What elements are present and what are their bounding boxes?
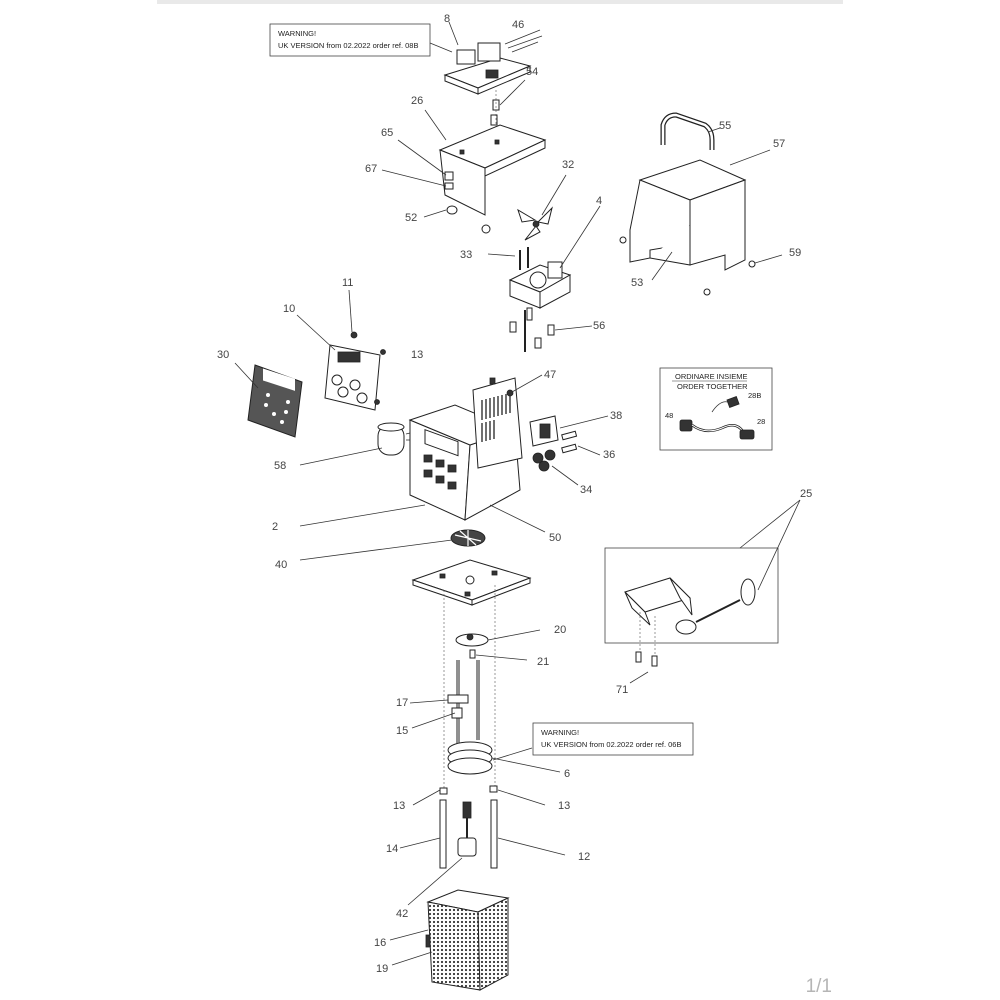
label-33: 33 (460, 249, 472, 261)
rods-and-float-parts (399, 785, 566, 906)
warning-mid-text: UK VERSION from 02.2022 order ref. 06B (541, 740, 681, 749)
page-number: 1/1 (805, 976, 832, 997)
label-36: 36 (603, 449, 615, 461)
warning-box-top: WARNING! UK VERSION from 02.2022 order r… (269, 23, 453, 57)
label-26: 26 (411, 95, 423, 107)
label-52: 52 (405, 212, 417, 224)
order-label-28b: 28B (748, 391, 761, 400)
label-11: 11 (342, 277, 353, 289)
label-67: 67 (365, 163, 377, 175)
label-40: 40 (275, 559, 287, 571)
capacitor-part (299, 422, 415, 466)
motor-part (487, 205, 601, 352)
order-together-box: ORDINARE INSIEME ORDER TOGETHER 48 28B 2… (659, 367, 773, 451)
spacers-part (490, 79, 526, 140)
label-46: 46 (512, 19, 524, 31)
accessory-kit-box (604, 499, 801, 684)
display-board-part (296, 289, 386, 411)
label-20: 20 (554, 624, 566, 636)
label-57: 57 (773, 138, 785, 150)
label-59: 59 (789, 247, 801, 259)
label-58: 58 (274, 460, 286, 472)
label-42: 42 (396, 908, 408, 920)
label-13-left: 13 (393, 800, 405, 812)
cover-part (619, 112, 783, 296)
flange-part (455, 629, 541, 661)
order-label-28: 28 (757, 417, 765, 426)
label-16: 16 (374, 937, 386, 949)
label-2: 2 (272, 521, 278, 533)
label-13-right: 13 (558, 800, 570, 812)
label-50: 50 (549, 532, 561, 544)
warning-top-text: UK VERSION from 02.2022 order ref. 08B (278, 41, 418, 50)
label-15: 15 (396, 725, 408, 737)
label-4: 4 (596, 195, 602, 207)
basket-part (389, 889, 510, 991)
label-53: 53 (631, 277, 643, 289)
label-65: 65 (381, 127, 393, 139)
label-8: 8 (444, 13, 450, 25)
part-number-labels: 8 46 54 26 65 67 52 32 4 33 56 55 57 59 … (217, 13, 812, 975)
keypad-membrane-part (234, 362, 303, 438)
label-32: 32 (562, 159, 574, 171)
label-13-upper: 13 (411, 349, 423, 361)
label-19: 19 (376, 963, 388, 975)
warning-mid-title: WARNING! (541, 728, 579, 737)
rear-panel-part (472, 374, 543, 469)
mounting-plate-part (411, 559, 532, 790)
control-board-part (443, 21, 543, 95)
order-label-48: 48 (665, 411, 673, 420)
label-56: 56 (593, 320, 605, 332)
label-17: 17 (396, 697, 408, 709)
label-21: 21 (537, 656, 549, 668)
label-71: 71 (616, 684, 628, 696)
label-10: 10 (283, 303, 295, 315)
impeller-part (299, 504, 546, 561)
order-box-title: ORDINARE INSIEME (675, 372, 748, 381)
heater-element-part (409, 660, 561, 775)
label-54: 54 (526, 66, 538, 78)
label-55: 55 (719, 120, 731, 132)
switch-fuse-parts (529, 415, 609, 486)
label-34: 34 (580, 484, 592, 496)
warning-top-title: WARNING! (278, 29, 316, 38)
label-12: 12 (578, 851, 590, 863)
label-6: 6 (564, 768, 570, 780)
label-14: 14 (386, 843, 398, 855)
label-25: 25 (800, 488, 812, 500)
label-47: 47 (544, 369, 556, 381)
order-box-subtitle: ORDER TOGETHER (677, 382, 748, 391)
bracket-part (381, 109, 547, 234)
warning-box-mid: WARNING! UK VERSION from 02.2022 order r… (532, 722, 694, 756)
page-top-border (157, 0, 843, 4)
fan-part (517, 174, 567, 241)
label-30: 30 (217, 349, 229, 361)
label-38: 38 (610, 410, 622, 422)
